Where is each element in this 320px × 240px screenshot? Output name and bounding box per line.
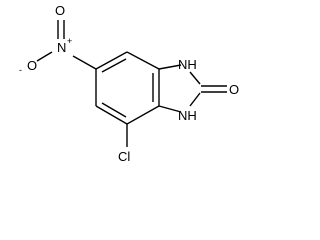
atom-nh-bottom: NH	[178, 108, 197, 123]
bond-c2-n3	[189, 92, 201, 107]
atom-chlorine: Cl	[118, 149, 130, 164]
bond-nitro-o-left	[36, 51, 53, 62]
atom-nitro-o-top: O	[55, 3, 65, 18]
bond-c6-c7	[95, 105, 128, 125]
atom-carbonyl-o: O	[229, 82, 239, 97]
bond-inner-c6-c7	[101, 102, 127, 118]
charge-nitro-n: +	[67, 36, 72, 46]
bond-n1-c2	[189, 71, 201, 85]
bond-n3-c7a	[158, 105, 182, 113]
bond-c4-c5	[95, 51, 128, 70]
molecule-structure: N + O O - NH NH O Cl	[19, 3, 239, 164]
atom-nh-top: NH	[178, 57, 197, 72]
atom-nitro-o-left: O	[27, 58, 37, 73]
atom-nitro-n: N	[57, 40, 66, 55]
bond-c5-nitro	[72, 55, 97, 70]
bond-c3a-c4	[126, 51, 160, 70]
bond-c3a-n1	[158, 64, 182, 70]
bond-inner-c4-c5	[101, 58, 127, 73]
bond-c7-c7a	[126, 105, 160, 125]
charge-nitro-o-left: -	[19, 65, 22, 75]
